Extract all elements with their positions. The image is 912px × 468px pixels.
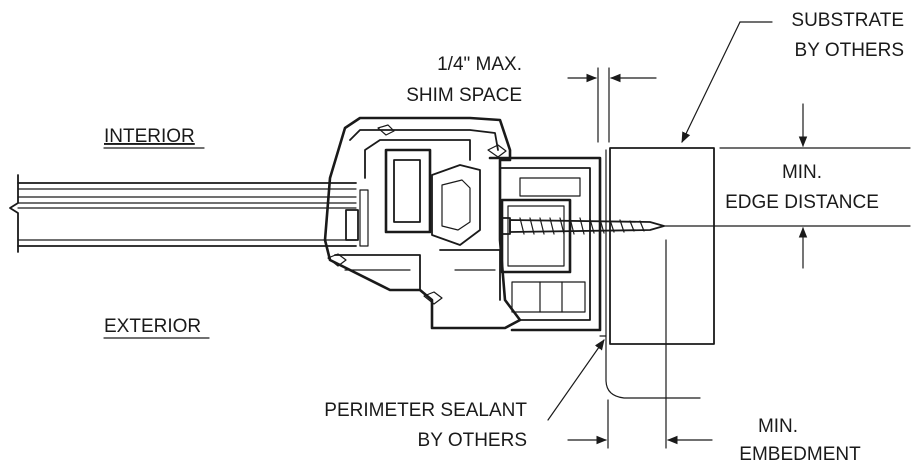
shim-label-2: SHIM SPACE xyxy=(406,85,522,106)
sealant-leader xyxy=(547,339,605,421)
embedment-dimension xyxy=(567,239,713,449)
sealant-label-2: BY OTHERS xyxy=(418,430,527,451)
shim-label-1: 1/4" MAX. xyxy=(437,54,522,75)
interior-label: INTERIOR xyxy=(104,126,195,147)
substrate-leader xyxy=(681,21,773,143)
anchor-screw xyxy=(501,217,665,235)
shim-dimension xyxy=(567,67,657,143)
exterior-label: EXTERIOR xyxy=(104,316,201,337)
substrate-label-1: SUBSTRATE xyxy=(791,10,904,31)
embedment-label-2: EMBEDMENT xyxy=(739,444,861,465)
edge-label-2: EDGE DISTANCE xyxy=(725,192,879,213)
substrate-block xyxy=(609,147,715,345)
substrate-label-2: BY OTHERS xyxy=(795,40,904,61)
embedment-label-1: MIN. xyxy=(758,416,798,437)
shim-space xyxy=(599,149,607,337)
edge-label-1: MIN. xyxy=(782,162,822,183)
sealant-label-1: PERIMETER SEALANT xyxy=(324,400,527,421)
perimeter-sealant xyxy=(599,335,701,399)
frame-profile xyxy=(323,116,602,332)
edge-distance-dimension xyxy=(661,103,911,269)
glass-unit xyxy=(9,174,357,253)
